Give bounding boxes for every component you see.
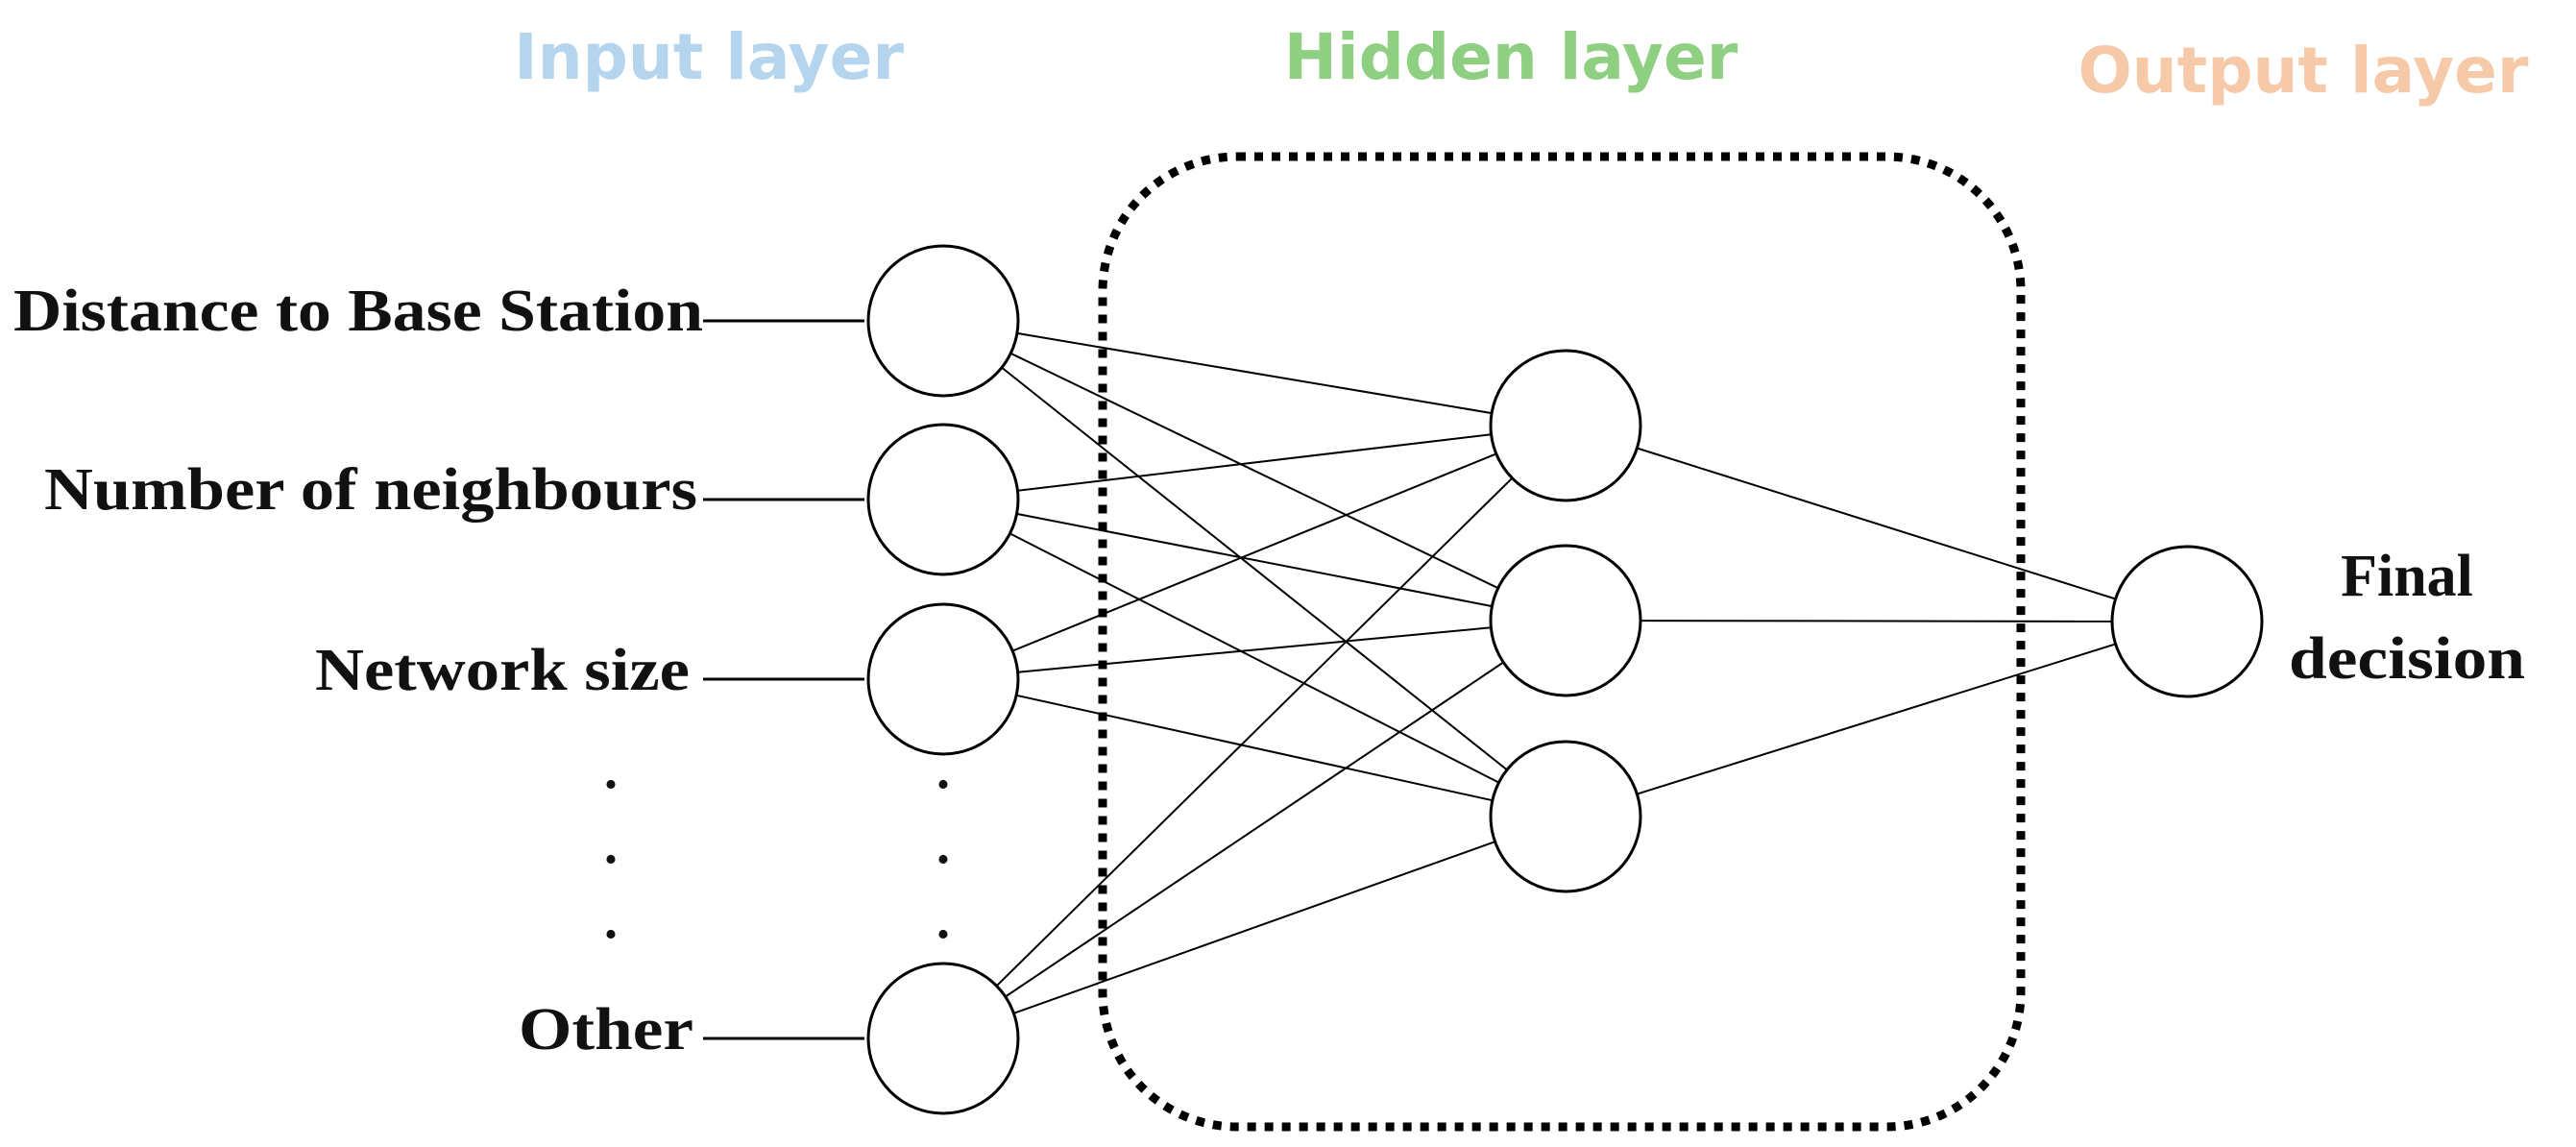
input-label-network-size: Network size	[315, 638, 690, 703]
ellipsis-dot: .	[936, 816, 950, 875]
hidden-layer-title: Hidden layer	[1284, 20, 1738, 94]
output-label-line2: decision	[2289, 626, 2525, 692]
edge-input-1-hidden-1	[1016, 331, 1493, 415]
input-label-other: Other	[519, 997, 693, 1062]
hidden-neuron-2	[1489, 544, 1642, 697]
input-neuron-network-size	[866, 602, 1020, 756]
edge-input-3-hidden-1	[1011, 452, 1497, 652]
ellipsis-dot: .	[604, 891, 618, 950]
hidden-layer-box	[1098, 152, 2026, 1132]
edge-hidden-3-output	[1637, 643, 2116, 795]
hidden-neuron-1	[1489, 349, 1642, 502]
edge-hidden-2-output	[1640, 620, 2113, 622]
output-layer-title: Output layer	[2078, 34, 2529, 108]
hidden-neuron-3	[1489, 740, 1642, 893]
ellipsis-dot: .	[604, 816, 618, 875]
edge-input-2-hidden-1	[1017, 433, 1492, 492]
ellipsis-dot: .	[936, 891, 950, 950]
edge-input-2-hidden-3	[1009, 532, 1499, 784]
edge-input-3-hidden-3	[1015, 694, 1494, 802]
input-neuron-other	[866, 962, 1020, 1115]
input-lead-lines	[703, 319, 864, 1040]
neurons	[866, 244, 2264, 1115]
edge-input-1-hidden-2	[1009, 352, 1499, 590]
edge-input-2-hidden-2	[1016, 512, 1493, 608]
edge-input-4-hidden-3	[1013, 841, 1495, 1014]
ellipsis-nodes: . . .	[936, 741, 950, 950]
ellipsis-dot: .	[604, 741, 618, 800]
edge-input-4-hidden-2	[1005, 661, 1504, 998]
input-layer-title: Input layer	[514, 20, 904, 94]
output-neuron	[2110, 545, 2264, 698]
connections	[995, 331, 2116, 1014]
edge-input-1-hidden-3	[1001, 366, 1508, 771]
input-label-neighbours: Number of neighbours	[44, 457, 697, 523]
edge-input-3-hidden-2	[1017, 626, 1492, 673]
output-label-line1: Final	[2341, 544, 2473, 609]
edge-input-4-hidden-1	[995, 476, 1514, 988]
input-neuron-neighbours	[866, 423, 1020, 576]
input-label-distance: Distance to Base Station	[13, 279, 703, 344]
edge-hidden-1-output	[1637, 447, 2116, 600]
input-neuron-distance	[866, 244, 1020, 398]
ellipsis-left: . . .	[604, 741, 618, 950]
ellipsis-dot: .	[936, 741, 950, 800]
